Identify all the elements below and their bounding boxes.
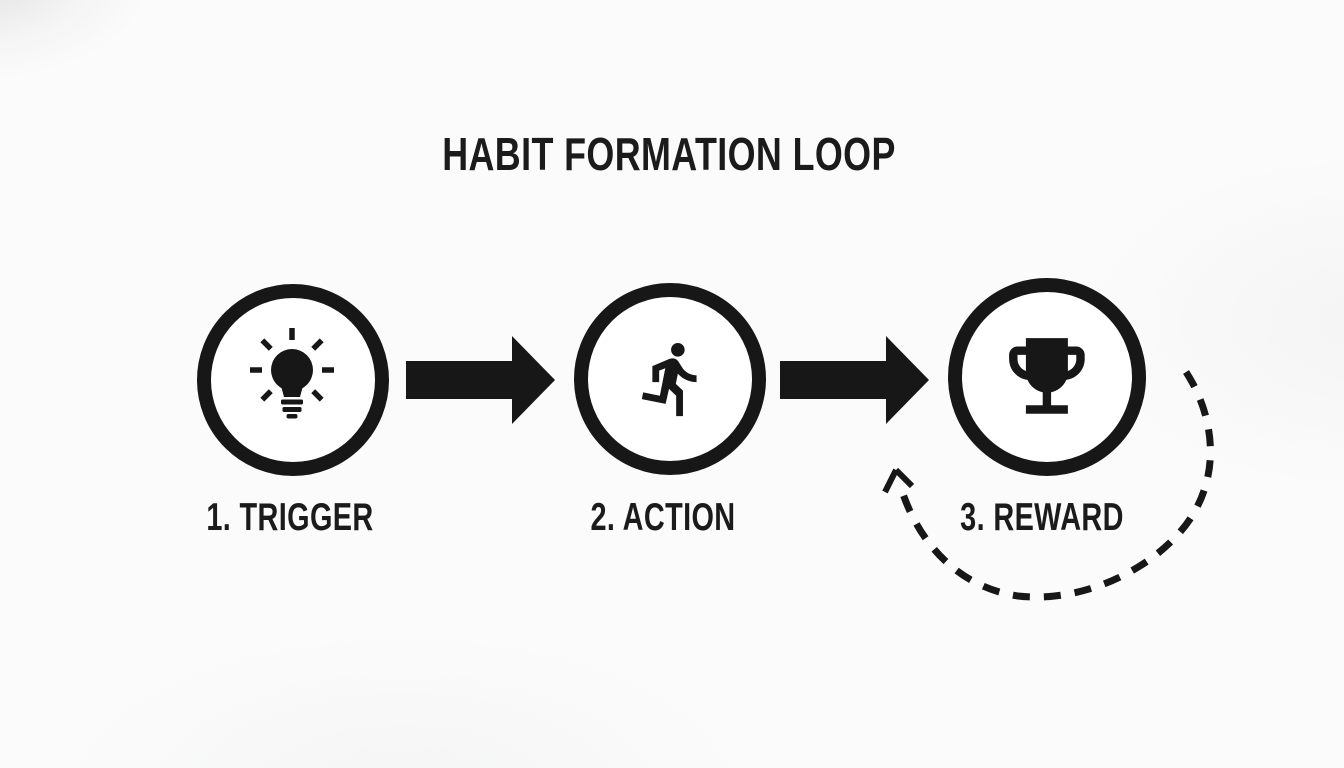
diagram-title: HABIT FORMATION LOOP (442, 128, 896, 180)
loop-arrowhead-icon (882, 467, 915, 494)
dashed-loop-arrow-icon (899, 370, 1214, 601)
trophy-icon (1009, 338, 1085, 414)
arrow-right-icon (406, 336, 555, 424)
runner-icon (641, 343, 697, 417)
step-label-reward: 3. REWARD (960, 496, 1124, 539)
step-label-trigger: 1. TRIGGER (206, 496, 374, 539)
arrow-right-icon (780, 336, 929, 424)
lightbulb-icon (250, 328, 334, 419)
step-label-action: 2. ACTION (590, 496, 736, 539)
